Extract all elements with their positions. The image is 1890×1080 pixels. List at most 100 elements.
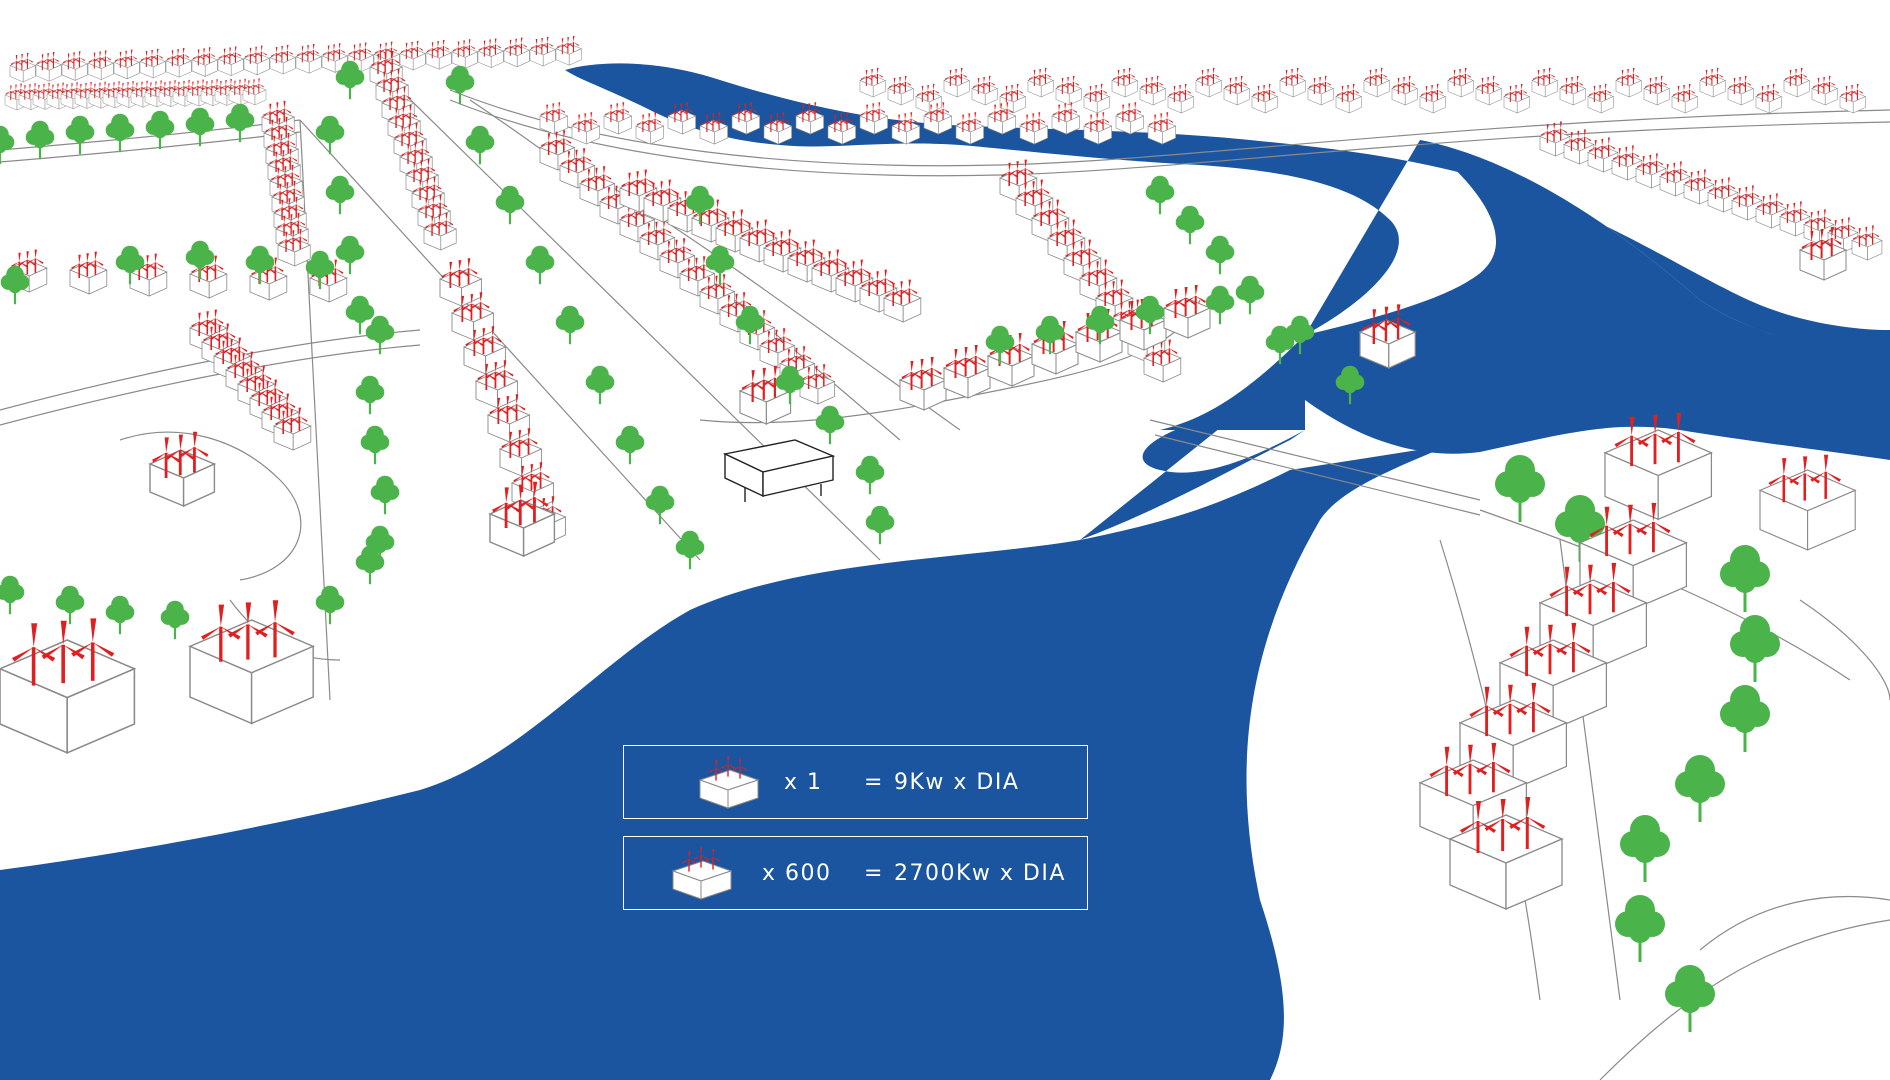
house (217, 53, 244, 76)
tree (1174, 204, 1206, 246)
house (1503, 90, 1530, 114)
house-with-turbines (887, 75, 914, 106)
house-with-turbines (1335, 83, 1362, 114)
house-with-turbines (899, 356, 947, 411)
tree (1613, 893, 1667, 964)
house (1699, 74, 1726, 98)
legend-row-single-house: x 1 = 9Kw x DIA (623, 745, 1088, 819)
tree (1663, 963, 1717, 1034)
house-with-turbines (217, 45, 244, 76)
tree (104, 594, 136, 636)
house-with-turbines (999, 83, 1026, 114)
tree (64, 114, 96, 156)
house-with-turbines (1223, 75, 1250, 106)
tree (1204, 234, 1236, 276)
house-with-turbines (1055, 75, 1082, 106)
house-with-turbines (1111, 67, 1138, 98)
house (943, 74, 970, 98)
house (1587, 90, 1614, 114)
house (191, 54, 218, 77)
house-with-turbines (191, 46, 218, 77)
house-with-turbines (399, 40, 426, 71)
tree (644, 484, 676, 526)
house-with-turbines (915, 83, 942, 114)
house-with-turbines (1587, 83, 1614, 114)
house (139, 55, 166, 79)
house (439, 269, 482, 307)
house-with-turbines (1783, 67, 1810, 98)
house (1475, 82, 1502, 106)
house-with-turbines (1811, 75, 1838, 106)
house (87, 57, 114, 80)
tree (314, 114, 346, 156)
house-with-turbines (1363, 67, 1390, 98)
house-with-turbines (139, 48, 166, 79)
house-with-turbines (1559, 75, 1586, 106)
house (635, 119, 664, 145)
house-with-turbines (477, 37, 504, 68)
house-with-turbines (1051, 101, 1080, 135)
tree (1673, 753, 1727, 824)
house (9, 59, 36, 83)
house (1391, 82, 1418, 106)
tree (554, 304, 586, 346)
house (1307, 82, 1334, 106)
house-with-turbines (1163, 284, 1211, 339)
house-with-turbines (87, 49, 114, 80)
tree (494, 184, 526, 226)
tree (159, 599, 191, 641)
house-with-turbines (1531, 67, 1558, 98)
house (1251, 90, 1278, 114)
house (113, 56, 140, 80)
house (1671, 90, 1698, 114)
house (915, 90, 942, 114)
house-with-turbines (1643, 75, 1670, 106)
house (1531, 74, 1558, 98)
house (1615, 74, 1642, 98)
house (1727, 82, 1754, 106)
house-with-turbines (555, 35, 582, 66)
house-with-turbines (9, 52, 36, 83)
house (61, 58, 88, 81)
house (477, 45, 504, 68)
house (1839, 90, 1866, 114)
house-with-turbines (61, 50, 88, 81)
tree (1718, 543, 1772, 614)
house (1643, 82, 1670, 106)
house (1279, 74, 1306, 98)
house (1559, 82, 1586, 106)
house-with-turbines (165, 47, 192, 78)
house-with-turbines (1167, 83, 1194, 114)
house (451, 46, 478, 69)
tree (1618, 813, 1672, 884)
tree (524, 244, 556, 286)
house (899, 369, 947, 411)
house-with-turbines (1307, 75, 1334, 106)
house-with-turbines (529, 36, 556, 67)
house-with-turbines (1755, 83, 1782, 114)
house-with-turbines (603, 101, 632, 135)
house-with-turbines (891, 111, 920, 145)
house (987, 345, 1035, 387)
tree (144, 109, 176, 151)
legend-multiplier: x 600 (762, 861, 832, 886)
house (1755, 90, 1782, 114)
house-with-turbines (69, 250, 108, 295)
house-with-turbines (1759, 453, 1856, 551)
house-with-turbines (943, 344, 991, 399)
house (463, 337, 506, 375)
house-with-turbines (1699, 67, 1726, 98)
house (529, 43, 556, 67)
tree (54, 584, 86, 626)
legend-result: 9Kw x DIA (894, 770, 1020, 795)
house-with-turbines (1027, 67, 1054, 98)
house (249, 267, 288, 301)
house-with-turbines (1727, 75, 1754, 106)
tree (104, 112, 136, 154)
house (859, 74, 886, 98)
tree (324, 174, 356, 216)
house (1419, 90, 1446, 114)
house-with-turbines (1115, 101, 1144, 135)
house-with-turbines (1083, 83, 1110, 114)
house (943, 357, 991, 399)
